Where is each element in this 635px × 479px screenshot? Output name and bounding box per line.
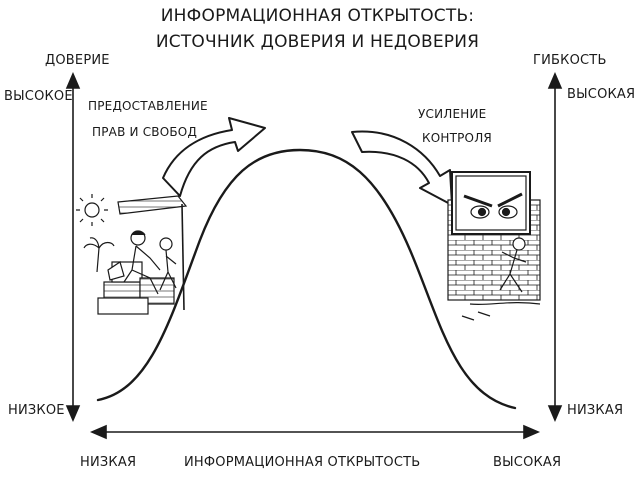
arrowhead-up-icon — [547, 71, 563, 89]
title-line-1: Информационная открытость: — [160, 6, 475, 26]
arrowhead-down-icon — [65, 405, 81, 423]
arrow-left-caption-line-1: Предоставление — [88, 99, 208, 113]
left-axis-top-label: Высокое — [4, 89, 73, 104]
arrow-right-caption-line-1: Усиление — [418, 107, 487, 121]
left-axis-name: Доверие — [45, 53, 110, 68]
right-axis — [547, 71, 563, 423]
bell-curve — [96, 148, 517, 410]
curved-arrow-up-icon — [162, 117, 266, 197]
right-axis-top-label: Высокая — [567, 87, 635, 102]
arrowhead-right-icon — [523, 424, 541, 440]
right-axis-bottom-label: Низкая — [567, 403, 624, 418]
bottom-axis-name: Информационная открытость — [184, 455, 421, 470]
arrowhead-left-icon — [89, 424, 107, 440]
sun-icon — [76, 194, 108, 226]
arrowhead-up-icon — [65, 71, 81, 89]
arrowhead-down-icon — [547, 405, 563, 423]
right-axis-name: Гибкость — [533, 53, 607, 68]
palm-tree-icon — [83, 237, 115, 273]
arrow-left-caption-line-2: прав и свобод — [92, 125, 198, 139]
left-axis-bottom-label: Низкое — [8, 403, 65, 418]
title-line-2: источник доверия и недоверия — [155, 32, 480, 52]
freedom-illustration — [76, 194, 188, 315]
bottom-axis-right-label: Высокая — [493, 455, 562, 470]
bottom-axis-left-label: Низкая — [80, 455, 137, 470]
person-icon — [159, 237, 177, 291]
left-axis — [65, 71, 81, 423]
running-person-icon — [499, 237, 527, 293]
arrow-right-caption-line-2: контроля — [422, 131, 492, 145]
control-illustration — [447, 171, 541, 321]
bottom-axis — [89, 424, 541, 440]
person-icon — [123, 230, 161, 295]
screen-icon — [451, 171, 531, 235]
